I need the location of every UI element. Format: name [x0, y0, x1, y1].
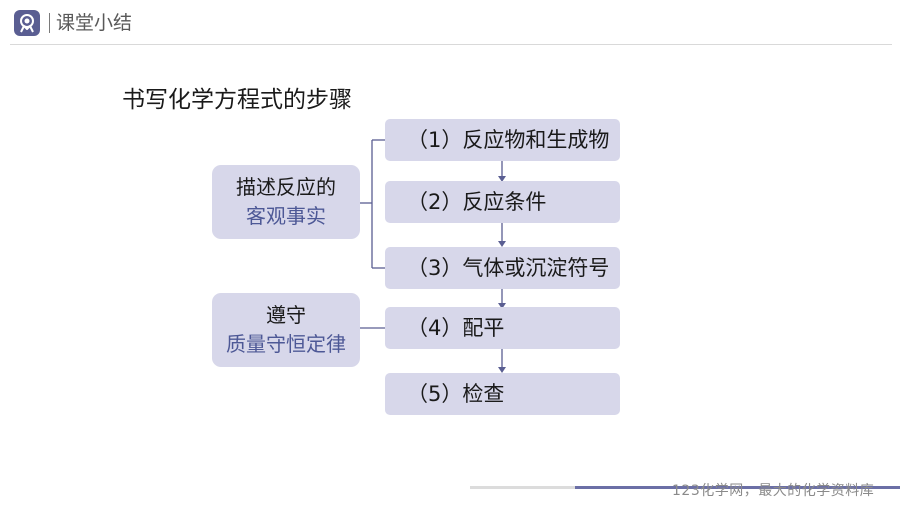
group-box-mass-conservation: 遵守 质量守恒定律	[212, 293, 360, 367]
footer-bar-light	[470, 486, 575, 489]
step-box-1: （1）反应物和生成物	[385, 119, 620, 161]
header-bar: 课堂小结	[0, 0, 900, 45]
page-header-title: 课堂小结	[56, 12, 133, 34]
step-box-3: （3）气体或沉淀符号	[385, 247, 620, 289]
group-box-line1: 描述反应的	[236, 175, 336, 199]
group-box-objective-facts: 描述反应的 客观事实	[212, 165, 360, 239]
arrow-4-5-head	[498, 367, 506, 373]
step-box-2: （2）反应条件	[385, 181, 620, 223]
arrow-3-4-head	[498, 303, 506, 309]
page-title: 书写化学方程式的步骤	[122, 87, 352, 113]
header-divider	[49, 13, 50, 33]
step-box-4: （4）配平	[385, 307, 620, 349]
step-box-5: （5）检查	[385, 373, 620, 415]
watermark-text: 123化学网，最大的化学资料库	[672, 483, 875, 499]
group-box-line2: 客观事实	[246, 204, 326, 228]
arrow-2-3-head	[498, 241, 506, 247]
arrow-1-2-head	[498, 176, 506, 182]
group-box-line1: 遵守	[266, 303, 306, 327]
header-underline	[10, 44, 892, 45]
footer-bar-accent	[575, 486, 900, 489]
graduate-icon	[14, 10, 40, 36]
group-box-line2: 质量守恒定律	[226, 332, 346, 356]
